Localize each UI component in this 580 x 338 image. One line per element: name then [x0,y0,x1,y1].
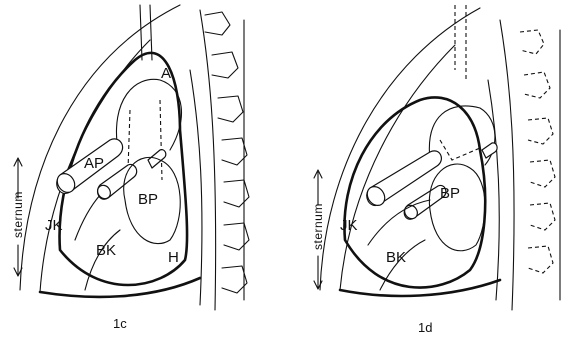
vessel-left-1c [140,5,142,60]
label-bk-1c: BK [96,242,116,259]
heart-outline-1d [344,97,485,287]
bp-chamber-1d [429,164,485,251]
diaphragm-1c [40,278,200,297]
svg-text:sternum: sternum [311,203,325,250]
vertebrae-1d [520,30,560,300]
label-h: H [168,249,179,266]
sternum-label-1d: sternum [311,170,325,289]
sternum-label-1c: sternum [11,158,25,276]
aorta-desc-1c [160,100,162,180]
posterior-wall-outer-1d [500,20,514,310]
label-jk-1d: JK [340,217,358,234]
label-bk-1d: BK [386,249,406,266]
panel-1d: BP JK BK sternum 1d [311,5,560,335]
label-a: A [161,65,171,82]
posterior-wall-inner-1d [488,80,499,300]
label-jk-1c: JK [45,217,63,234]
label-bp-1c: BP [138,191,158,208]
posterior-wall-inner [190,70,202,305]
aorta-arch-1c [116,79,181,150]
label-bp-1d: BP [440,185,460,202]
label-ap: AP [84,155,104,172]
caption-1c: 1c [113,316,127,331]
outer-chest-wall-1d [320,8,480,290]
vertebrae-1c [205,12,249,300]
caption-1d: 1d [418,320,432,335]
panel-1c: A AP BP JK BK H sternum 1c [11,5,249,331]
